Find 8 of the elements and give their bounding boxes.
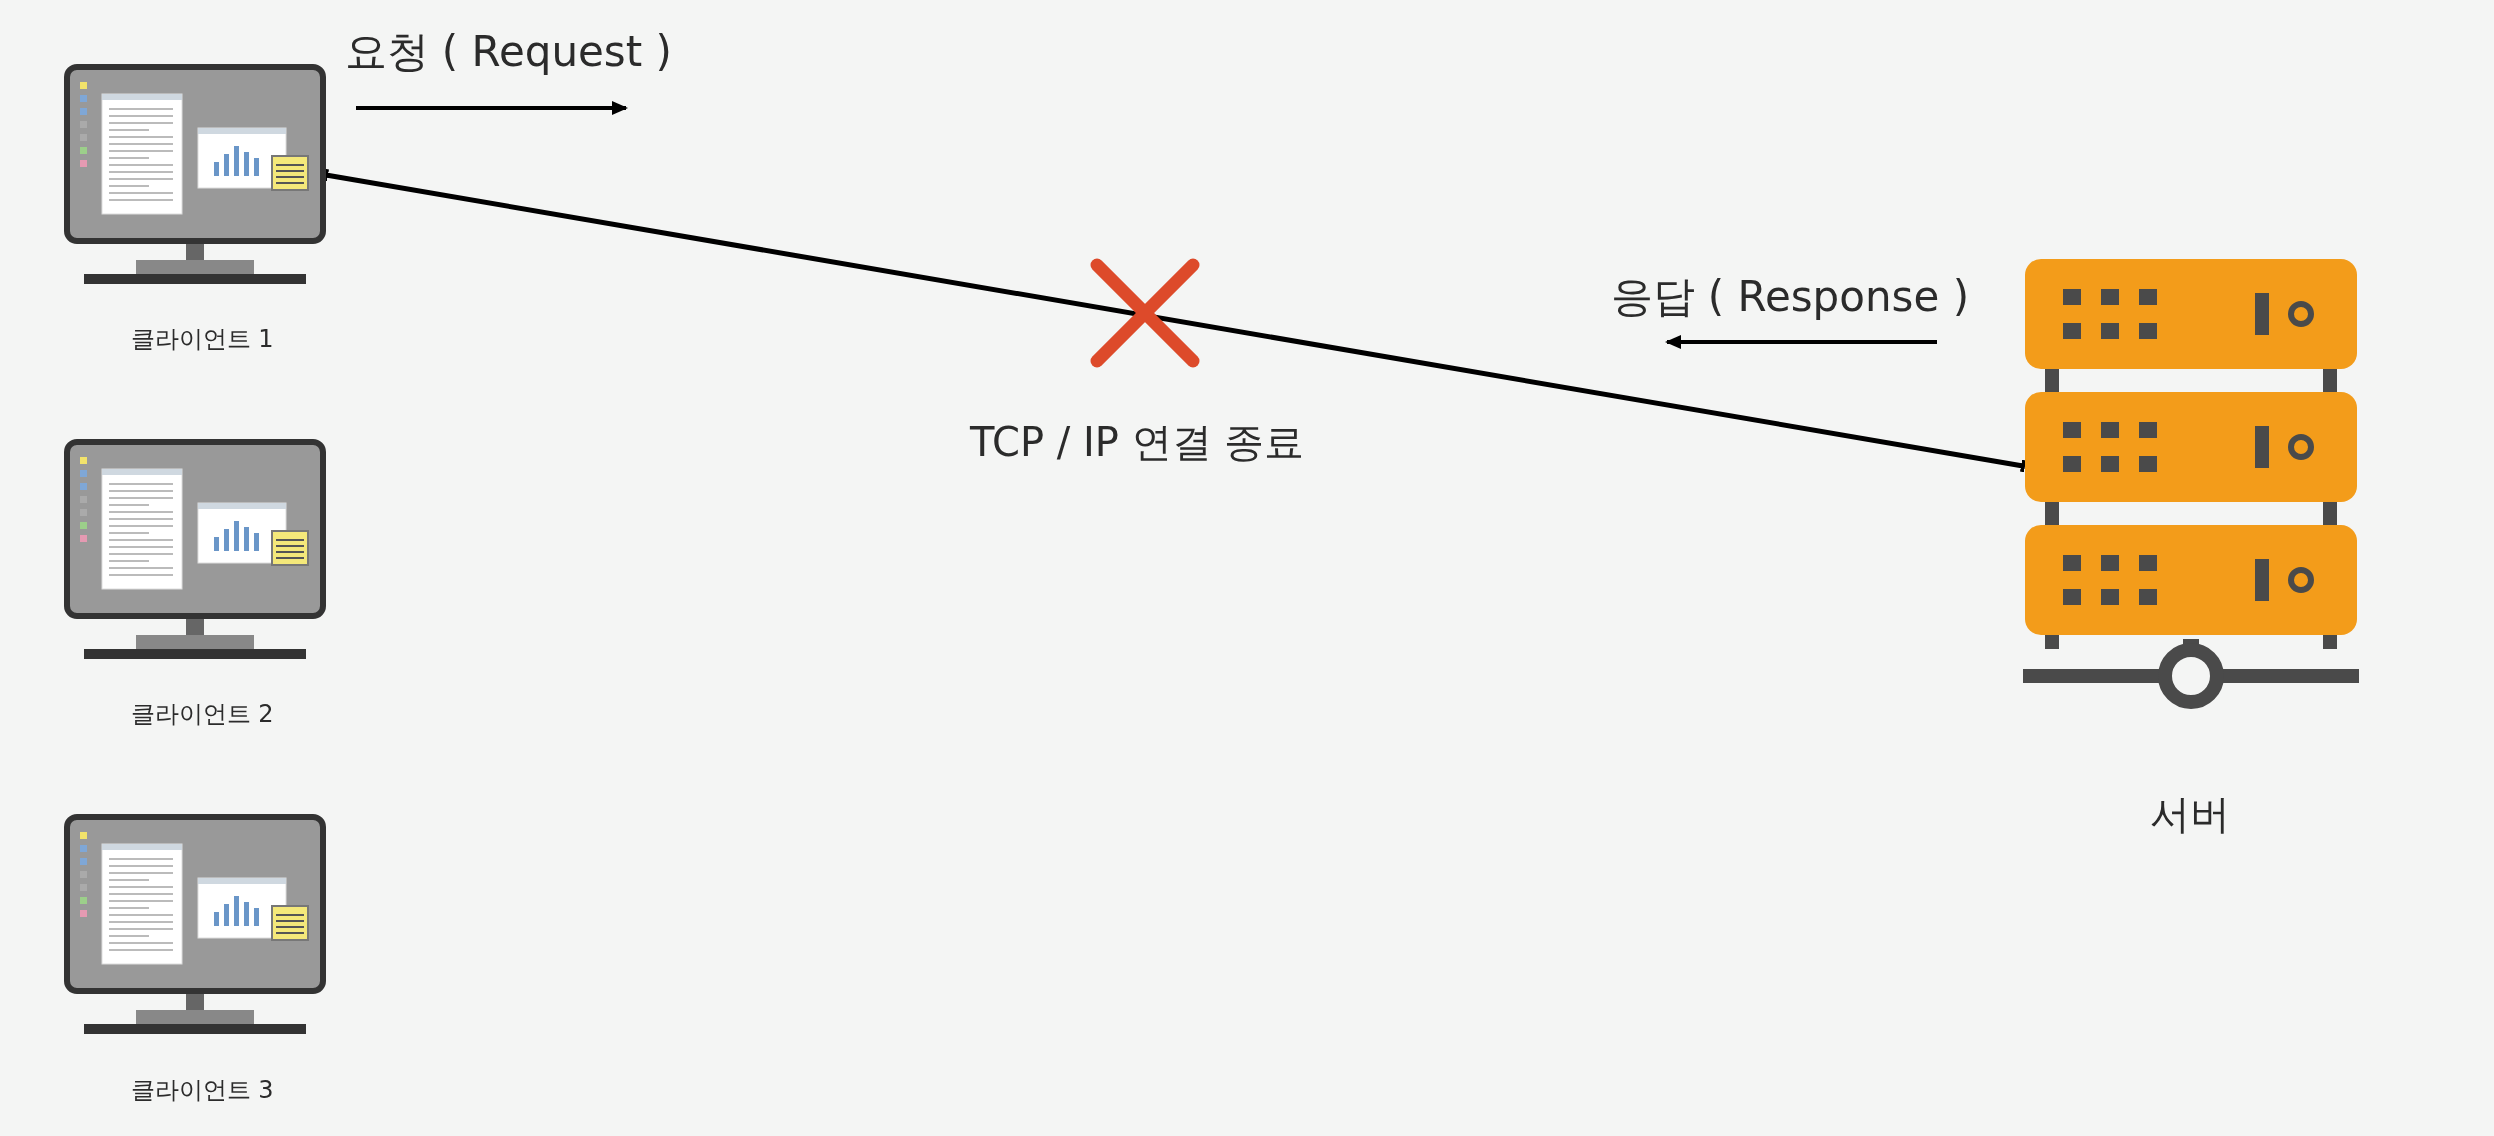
client-label: 클라이언트 1: [130, 324, 274, 355]
request-label: 요청 ( Request ): [344, 26, 672, 78]
client-label: 클라이언트 2: [130, 699, 274, 730]
response-label: 응답 ( Response ): [1610, 271, 1970, 323]
connector-line: [323, 168, 2026, 473]
server-label: 서버: [2150, 789, 2230, 839]
status-label: TCP / IP 연결 종료: [970, 417, 1305, 467]
client-label: 클라이언트 3: [130, 1075, 274, 1106]
